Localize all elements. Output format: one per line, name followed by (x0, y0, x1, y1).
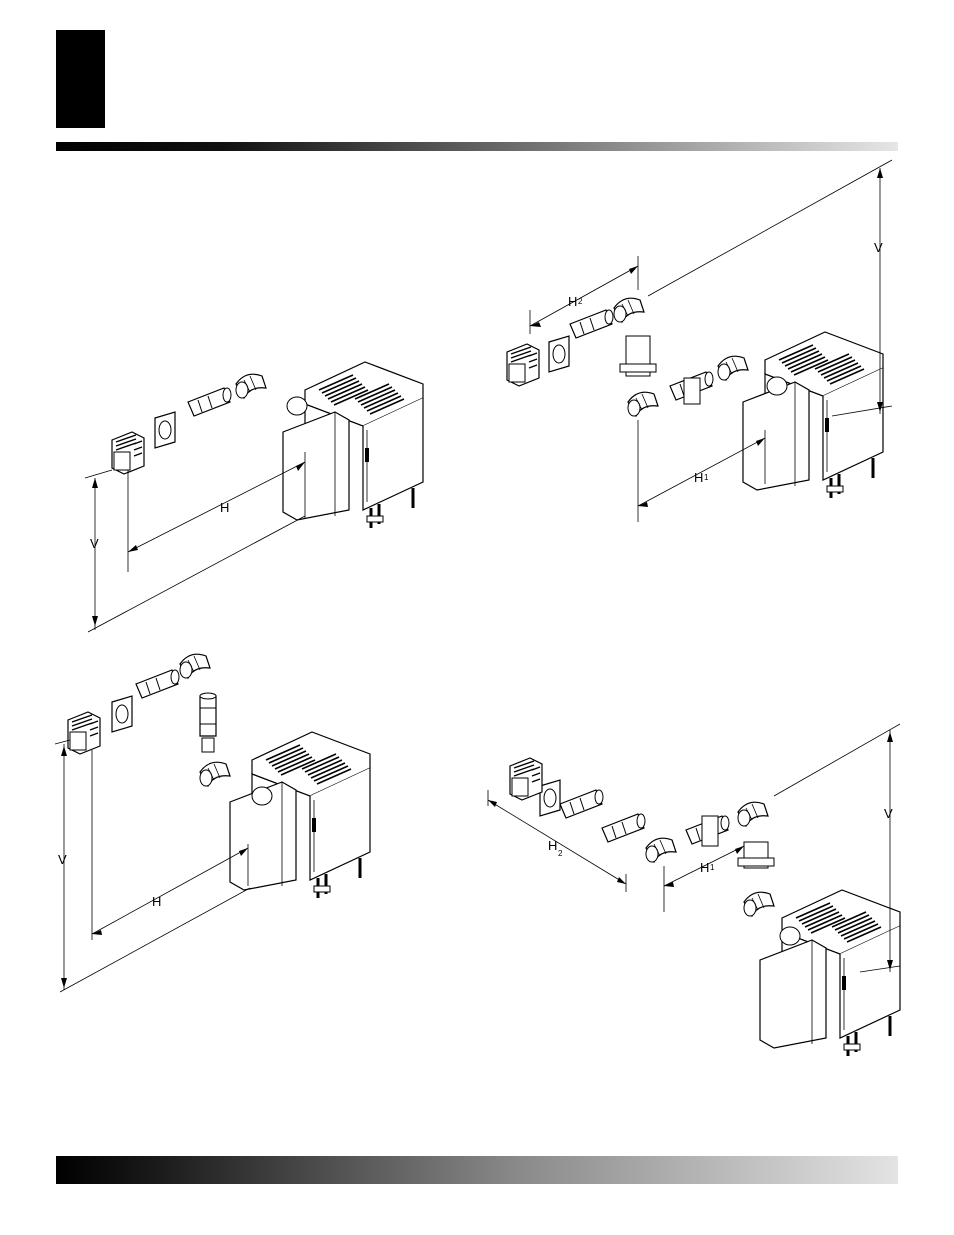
figure-b: H 2 H 1 V (507, 160, 892, 522)
fig-c-v-label: V (58, 852, 67, 867)
fig-c-h-label: H (152, 894, 161, 909)
fig-d-v-label: V (884, 806, 893, 821)
fig-b-h1-label: H (694, 470, 703, 485)
fig-b-v-label: V (874, 240, 883, 255)
fig-d-h1-sub: 1 (710, 863, 715, 872)
fig-a-v-label: V (90, 536, 99, 551)
fig-d-h2-sub: 2 (558, 849, 563, 858)
fig-d-h1-label: H (700, 860, 709, 875)
fig-d-h2-label: H (548, 838, 557, 853)
figure-c: H V (55, 654, 370, 992)
figure-a: H V (85, 362, 423, 632)
figure-d: H 2 H 1 V (488, 724, 900, 1056)
fig-b-h2-sub: 2 (578, 297, 583, 306)
fig-b-h2-label: H (568, 294, 577, 309)
fig-b-h1-sub: 1 (704, 473, 709, 482)
fig-a-h-label: H (220, 500, 229, 515)
